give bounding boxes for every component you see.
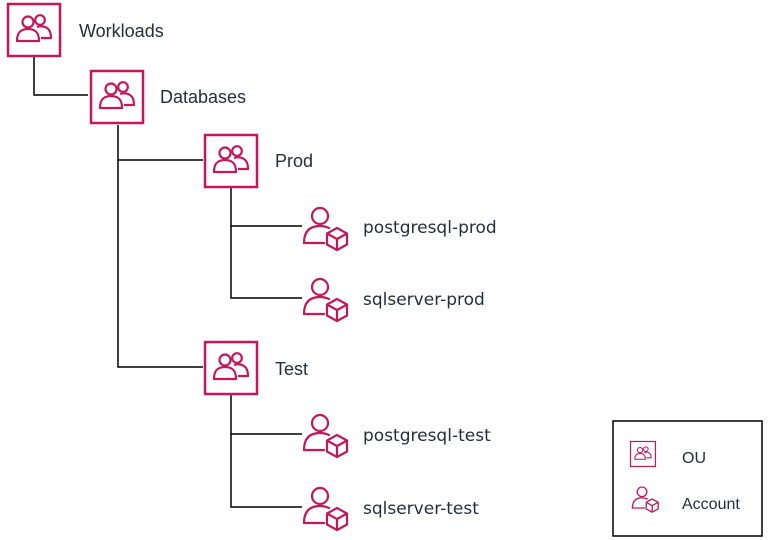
ou-node-prod: Prod [203,133,313,189]
legend-label: Account [682,496,740,513]
legend: OU Account [612,420,763,537]
account-icon [302,206,349,252]
ou-label: Prod [275,151,313,171]
account-label: sqlserver-prod [363,290,485,310]
account-icon [302,277,349,323]
connector-test-sqlserver-test [230,434,302,508]
ou-icon [203,133,259,189]
ou-icon [203,340,259,396]
ou-icon [629,440,657,468]
connector-databases-test [117,160,203,368]
legend-box [612,420,763,537]
ou-node-databases: Databases [89,69,246,125]
account-node-postgresql-prod: postgresql-prod [302,206,497,252]
account-node-postgresql-test: postgresql-test [302,413,491,459]
legend-label: OU [682,450,706,467]
connector-prod-sqlserver-prod [230,226,302,299]
account-icon [302,486,349,532]
account-node-sqlserver-test: sqlserver-test [302,486,479,532]
legend-item-ou: OU [629,440,706,468]
connector-prod-postgresql-prod [230,188,302,227]
ou-icon [89,69,145,125]
account-label: postgresql-prod [363,218,497,238]
ou-node-workloads: Workloads [6,2,164,58]
legend-item-account: Account [631,486,740,513]
ou-label: Databases [160,87,246,107]
account-icon [302,413,349,459]
ou-icon [6,2,62,58]
ou-label: Test [275,359,308,379]
connectors [33,56,302,508]
connector-databases-prod [117,125,203,161]
ou-node-test: Test [203,340,308,396]
ou-label: Workloads [79,21,164,41]
account-node-sqlserver-prod: sqlserver-prod [302,277,485,323]
connector-test-postgresql-test [230,395,302,435]
connector-workloads-databases [33,56,88,96]
account-label: postgresql-test [363,426,491,446]
account-label: sqlserver-test [363,499,479,519]
